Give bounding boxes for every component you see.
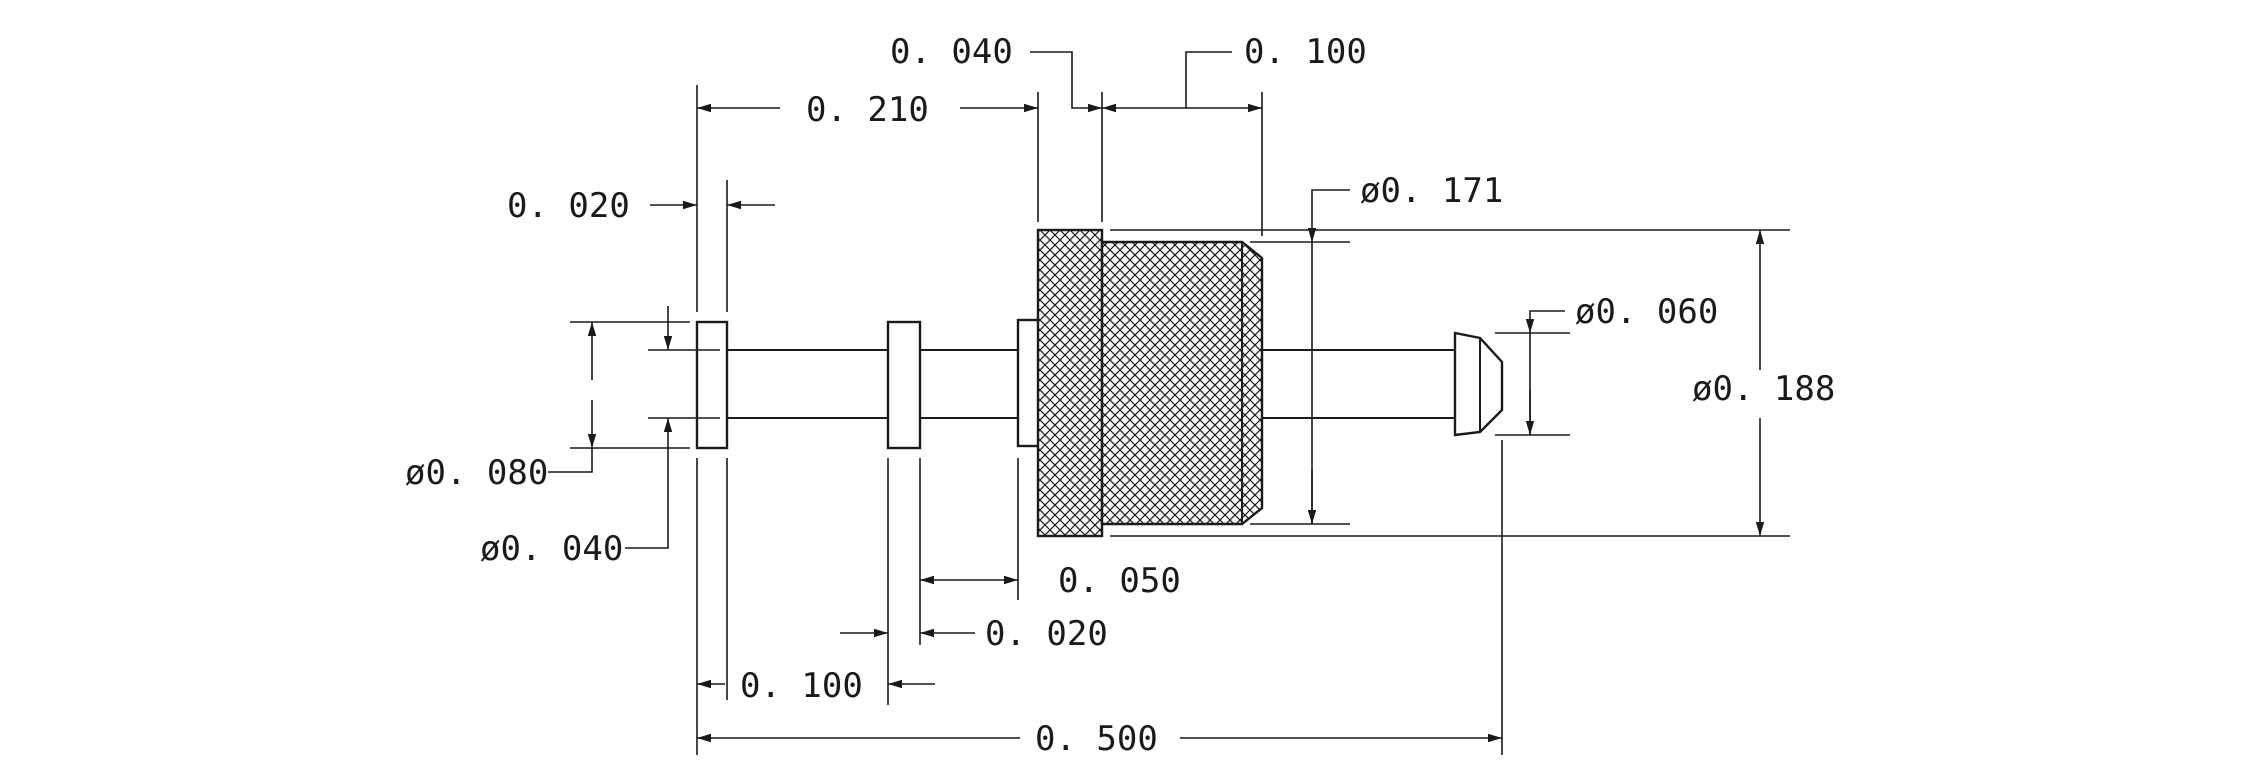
dim-label-0210: 0. 210 [806,90,929,130]
dim-label-dia-0040: ø0. 040 [480,529,623,569]
dim-label-0050: 0. 050 [1058,561,1181,601]
dimension-labels: 0. 040 0. 100 0. 210 0. 020 ø0. 171 ø0. … [405,32,1835,759]
left-collar [695,320,729,450]
extension-lines [570,85,1790,755]
dimension-lines [548,51,1765,743]
knurled-flange [1036,228,1104,538]
middle-collar [886,320,922,450]
dim-label-dia-0080: ø0. 080 [405,453,548,493]
knurled-body [1100,240,1264,526]
dim-label-0500: 0. 500 [1035,719,1158,759]
dim-label-0040-top: 0. 040 [890,32,1013,72]
dim-label-dia-0171: ø0. 171 [1360,171,1503,211]
dim-label-0020-mid: 0. 020 [985,614,1108,654]
dim-label-dia-0060: ø0. 060 [1575,292,1718,332]
part-body [695,228,1504,538]
small-collar [1016,318,1042,448]
dim-label-dia-0188: ø0. 188 [1692,369,1835,409]
dim-label-0020-left: 0. 020 [507,186,630,226]
tail-tip [1453,331,1504,437]
dim-label-0100-bottom: 0. 100 [740,666,863,706]
dim-label-0100-top: 0. 100 [1244,32,1367,72]
